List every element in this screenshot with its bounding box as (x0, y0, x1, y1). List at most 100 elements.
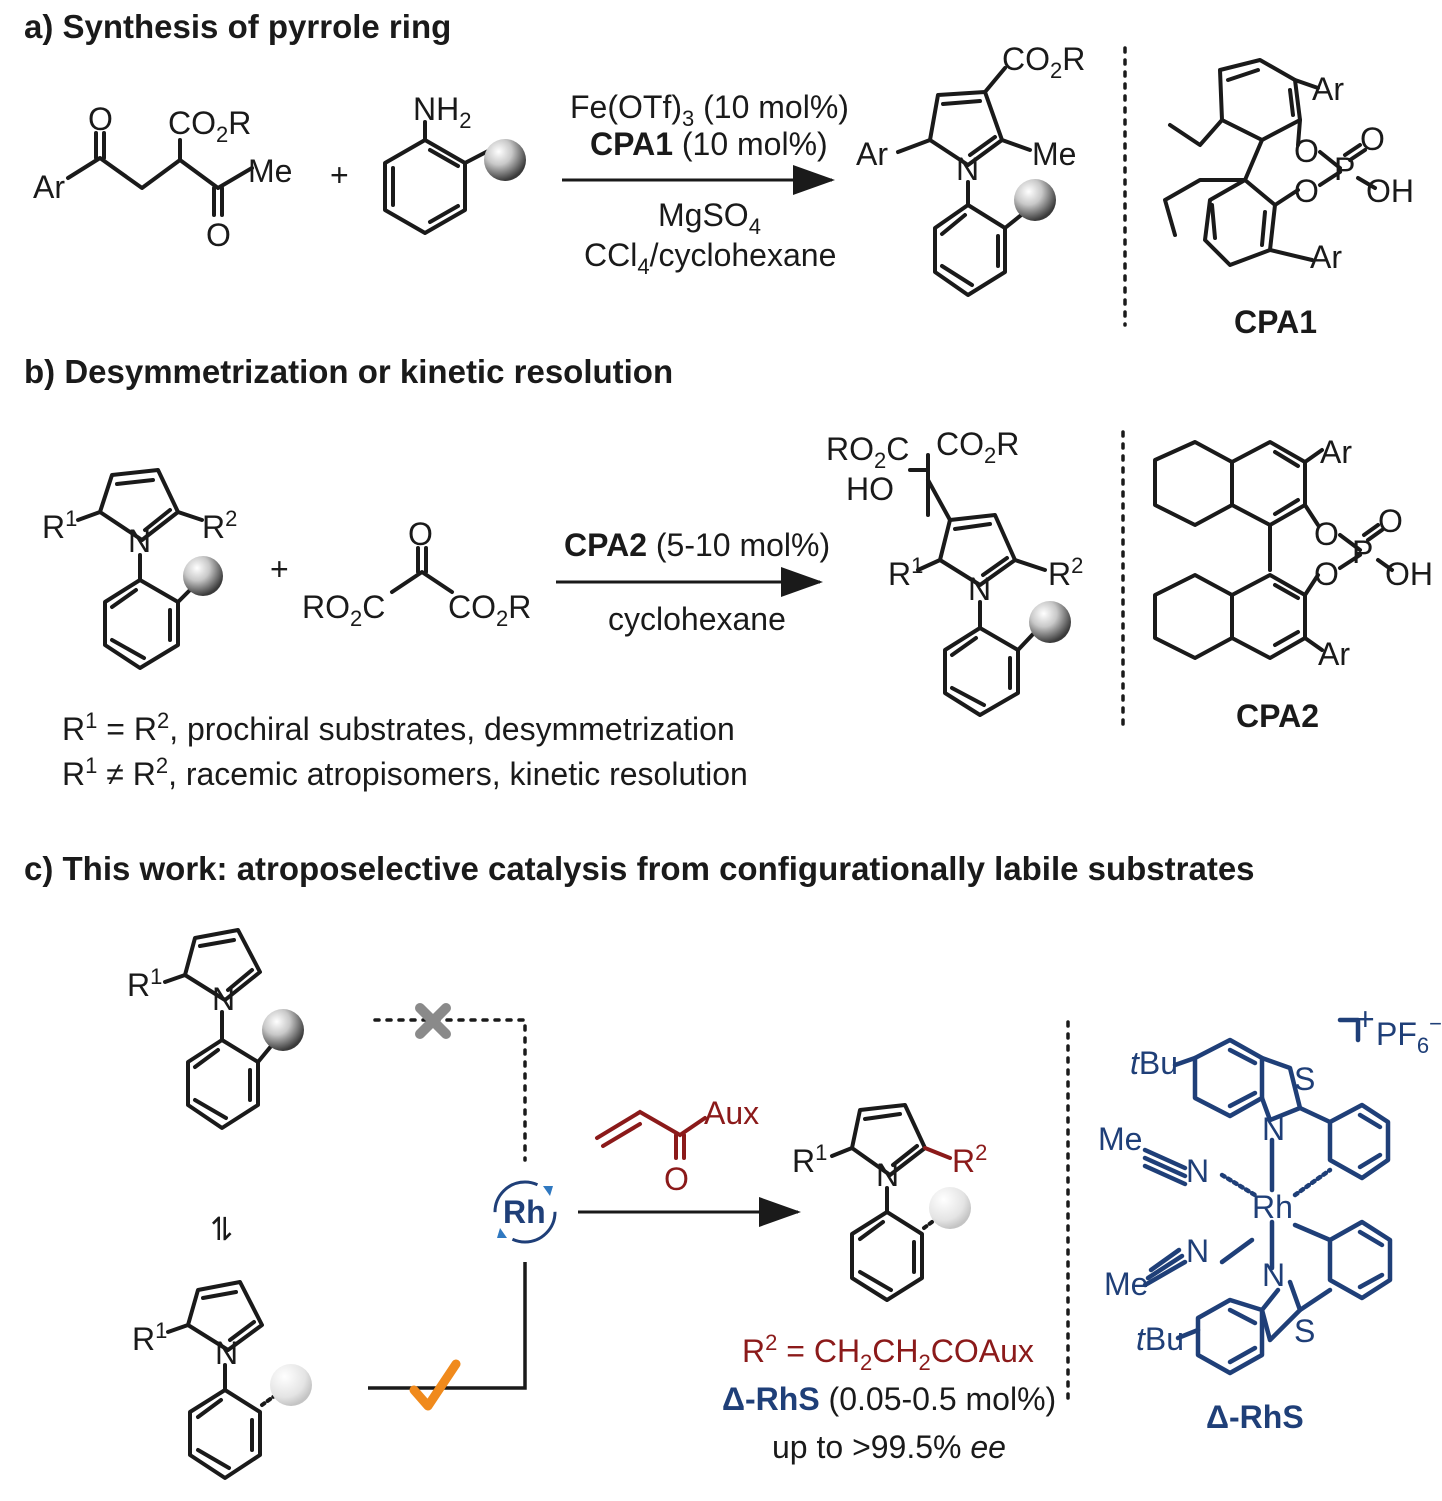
svg-text:CO2R: CO2R (448, 589, 531, 631)
svg-text:O: O (1294, 173, 1319, 209)
svg-text:R2: R2 (952, 1140, 987, 1179)
sphere-substituent (929, 1187, 971, 1229)
svg-text:Me: Me (1032, 136, 1076, 172)
reagent-a-line2: CPA1 (10 mol%) (590, 126, 828, 162)
svg-text:N: N (1262, 1111, 1285, 1147)
svg-text:N: N (1186, 1233, 1209, 1269)
svg-text:R1: R1 (792, 1140, 827, 1179)
section-c-heading: c) This work: atroposelective catalysis … (24, 850, 1255, 887)
ketomalonate-reactant: O RO2C CO2R (302, 516, 531, 631)
sphere-substituent (1014, 179, 1056, 221)
cpa2-catalyst: Ar O P O O OH Ar CPA2 (1153, 434, 1433, 734)
cpa2-label: CPA2 (1236, 698, 1319, 734)
svg-text:Me: Me (248, 153, 292, 189)
svg-text:Aux: Aux (704, 1095, 759, 1131)
svg-text:Rh: Rh (503, 1194, 546, 1230)
sphere-substituent (484, 139, 526, 181)
svg-text:R1: R1 (42, 506, 77, 545)
section-b-heading: b) Desymmetrization or kinetic resolutio… (24, 353, 673, 390)
plus-sign: + (270, 551, 289, 587)
svg-text:Ar: Ar (856, 136, 888, 172)
cross-mark-icon (415, 1003, 451, 1039)
svg-text:S: S (1294, 1313, 1315, 1349)
svg-text:N: N (1262, 1257, 1285, 1293)
svg-text:+: + (1356, 1001, 1375, 1037)
svg-text:CO2R: CO2R (936, 426, 1019, 468)
note-desymmetrization: R1 = R2, prochiral substrates, desymmetr… (62, 708, 735, 747)
svg-text:PF6−: PF6− (1376, 1011, 1442, 1058)
svg-text:S: S (1294, 1061, 1315, 1097)
svg-text:R1: R1 (888, 553, 923, 592)
svg-text:Me: Me (1098, 1121, 1142, 1157)
svg-text:R2: R2 (1048, 553, 1083, 592)
rhs-label: Δ-RhS (1206, 1399, 1304, 1435)
rh-catalyst-cycle-icon: Rh (493, 1180, 557, 1244)
svg-text:N: N (876, 1157, 899, 1193)
cpa1-label: CPA1 (1234, 304, 1317, 340)
ee-result: up to >99.5% ee (772, 1429, 1006, 1465)
svg-text:NH2: NH2 (413, 91, 471, 133)
plus-sign: + (330, 157, 349, 193)
svg-text:HO: HO (846, 471, 894, 507)
svg-text:Ar: Ar (1312, 71, 1344, 107)
favored-path (368, 1262, 527, 1390)
svg-text:N: N (128, 523, 151, 559)
svg-text:Ar: Ar (33, 169, 65, 205)
acrylate-reagent: Aux O (595, 1095, 759, 1197)
cpa1-catalyst: Ar O P O O OH Ar CPA1 (1163, 58, 1414, 340)
sphere-substituent (183, 556, 223, 596)
svg-text:O: O (1294, 133, 1319, 169)
svg-text:tBu: tBu (1136, 1321, 1184, 1357)
reagent-a-line1: Fe(OTf)3 (10 mol%) (570, 89, 849, 131)
svg-text:OH: OH (1385, 556, 1433, 592)
svg-text:O: O (206, 217, 231, 253)
equilibrium-arrows: ⇌ (205, 1215, 241, 1242)
svg-text:CO2R: CO2R (1002, 41, 1085, 83)
r2-definition: R2 = CH2CH2COAux (742, 1330, 1034, 1375)
note-kinetic-resolution: R1 ≠ R2, racemic atropisomers, kinetic r… (62, 753, 748, 792)
svg-text:N: N (1186, 1153, 1209, 1189)
check-mark-icon (409, 1359, 461, 1411)
svg-text:Ar: Ar (1318, 636, 1350, 672)
svg-text:O: O (1314, 556, 1339, 592)
pyrrole-product-b: N RO2C CO2R HO R1 R2 (826, 426, 1083, 717)
svg-text:tBu: tBu (1130, 1045, 1178, 1081)
svg-text:R2: R2 (202, 506, 237, 545)
svg-text:P: P (1334, 151, 1355, 187)
svg-text:N: N (968, 571, 991, 607)
svg-text:O: O (1314, 516, 1339, 552)
svg-text:OH: OH (1366, 173, 1414, 209)
reagent-b-line2: cyclohexane (608, 601, 786, 637)
svg-text:Me: Me (1104, 1266, 1148, 1302)
reagent-b-line1: CPA2 (5-10 mol%) (564, 527, 830, 563)
svg-text:O: O (88, 101, 113, 137)
svg-text:Ar: Ar (1320, 434, 1352, 470)
svg-text:P: P (1352, 534, 1373, 570)
sphere-substituent (262, 1009, 304, 1051)
svg-text:N: N (212, 981, 235, 1017)
reagent-a-line4: CCl4/cyclohexane (584, 237, 836, 279)
diketoester-reactant: Ar O CO2R Me O (33, 101, 292, 253)
sphere-substituent (270, 1364, 312, 1406)
svg-text:R1: R1 (132, 1318, 167, 1357)
svg-text:N: N (215, 1335, 238, 1371)
svg-text:O: O (1360, 121, 1385, 157)
aniline-reactant: NH2 (383, 91, 526, 235)
svg-text:CO2R: CO2R (168, 105, 251, 147)
sphere-substituent (1029, 601, 1071, 643)
svg-text:RO2C: RO2C (302, 589, 385, 631)
svg-text:O: O (408, 516, 433, 552)
pyrrole-reactant-b: N R1 R2 (42, 468, 237, 670)
pyrrole-conformer-top: N R1 (127, 928, 304, 1130)
catalyst-loading: Δ-RhS (0.05-0.5 mol%) (722, 1381, 1056, 1417)
rhs-catalyst: + PF6− tBu S N Me N Rh N Me N S tBu Δ (1098, 1001, 1442, 1435)
svg-text:Ar: Ar (1310, 239, 1342, 275)
pyrrole-product-a: N Ar Me CO2R (856, 41, 1085, 297)
svg-text:R1: R1 (127, 964, 162, 1003)
pyrrole-conformer-bottom: N R1 (132, 1280, 312, 1480)
reagent-a-line3: MgSO4 (658, 197, 761, 239)
section-a-heading: a) Synthesis of pyrrole ring (24, 8, 451, 45)
svg-text:RO2C: RO2C (826, 431, 909, 473)
svg-text:Rh: Rh (1252, 1189, 1293, 1225)
